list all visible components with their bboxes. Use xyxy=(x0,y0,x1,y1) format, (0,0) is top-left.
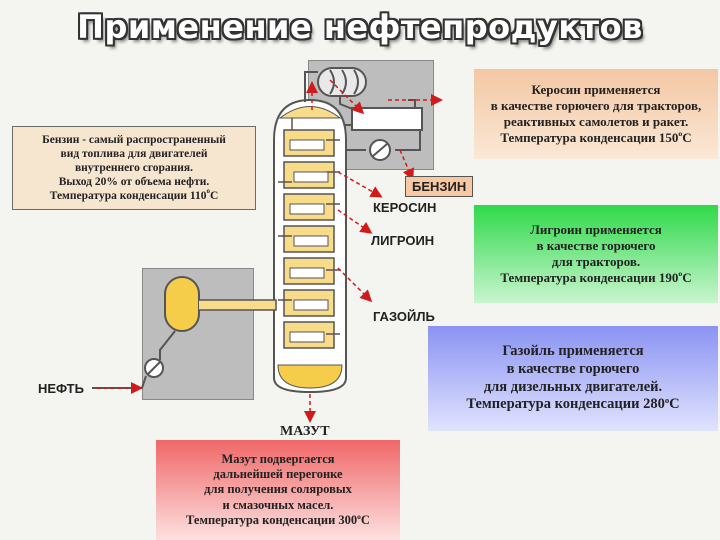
box-line: и смазочных масел. xyxy=(222,497,334,512)
box-temp: Температура конденсации 280оС xyxy=(428,394,718,414)
box-line: Выход 20% от объема нефти. xyxy=(58,176,210,188)
condenser-coil xyxy=(317,67,367,97)
box-line: дальнейшей перегонке xyxy=(213,467,343,482)
label-kerosin: КЕРОСИН xyxy=(373,200,437,215)
box-temp: Температура конденсации 150оС xyxy=(474,128,718,146)
page-title: Применение нефтепродуктов xyxy=(77,8,643,46)
label-neft: НЕФТЬ xyxy=(38,381,84,396)
box-line: для тракторов. xyxy=(551,254,641,269)
arrow-kerosin xyxy=(337,171,383,198)
temp-unit: С xyxy=(682,269,692,285)
temp-unit: С xyxy=(209,190,219,203)
box-temp: Температура конденсации 110оС xyxy=(13,187,255,203)
degree-sign: о xyxy=(664,394,670,405)
label-ligroin: ЛИГРОИН xyxy=(371,233,435,248)
furnace-tank xyxy=(164,276,200,332)
arrow-condenser xyxy=(329,79,365,115)
label-mazut: МАЗУТ xyxy=(280,424,330,439)
box-line: в качестве горючего xyxy=(536,238,656,254)
degree-sign: о xyxy=(357,511,361,521)
label-benzin: БЕНЗИН xyxy=(405,176,474,197)
degree-sign: о xyxy=(678,128,683,138)
label-gazoil: ГАЗОЙЛЬ xyxy=(373,309,435,324)
condenser-tank xyxy=(351,107,423,131)
box-temp: Температура конденсации 190оС xyxy=(474,268,718,286)
temp-unit: С xyxy=(682,129,692,145)
temp-text: Температура конденсации 190 xyxy=(500,269,679,285)
temp-text: Температура конденсации 150 xyxy=(500,129,679,145)
feed-pipe xyxy=(199,299,277,311)
box-temp: Температура конденсации 300оС xyxy=(156,511,400,528)
box-line: реактивных самолетов и ракет. xyxy=(503,114,689,129)
info-box-benzin: Бензин - самый распространенный вид топл… xyxy=(12,126,256,210)
temp-text: Температура конденсации 110 xyxy=(49,190,207,203)
box-line: для получения соляровых xyxy=(204,482,352,497)
box-line: вид топлива для двигателей xyxy=(60,147,208,160)
box-line: для дизельных двигателей. xyxy=(483,378,663,395)
box-line: Мазут подвергается xyxy=(221,451,335,466)
info-box-mazut: Мазут подвергается дальнейшей перегонке … xyxy=(156,440,400,540)
temp-text: Температура конденсации 280 xyxy=(466,396,665,413)
info-box-ligroin: Лигроин применяется в качестве горючего … xyxy=(474,205,718,303)
temp-unit: С xyxy=(360,512,370,527)
temp-text: Температура конденсации 300 xyxy=(186,512,358,527)
degree-sign: о xyxy=(678,268,683,278)
box-line: Лигроин применяется xyxy=(530,222,662,238)
info-box-kerosin: Керосин применяется в качестве горючего … xyxy=(474,69,718,159)
arrow-gazoil xyxy=(337,267,373,303)
box-line: Газойль применяется xyxy=(502,343,644,360)
box-line: внутреннего сгорания. xyxy=(74,161,194,174)
box-line: в качестве горючего xyxy=(506,360,640,377)
arrow-benzin xyxy=(399,149,414,181)
degree-sign: о xyxy=(206,187,210,195)
box-line: в качестве горючего для тракторов, xyxy=(490,98,702,114)
box-line: Бензин - самый распространенный xyxy=(42,133,226,146)
box-line: Керосин применяется xyxy=(531,82,661,98)
temp-unit: С xyxy=(669,396,680,413)
info-box-gazoil: Газойль применяется в качестве горючего … xyxy=(428,326,718,431)
